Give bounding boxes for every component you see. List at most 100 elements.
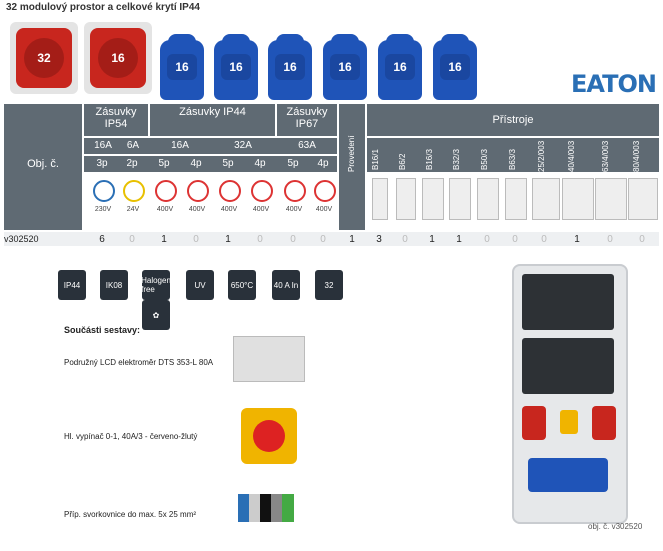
currents-band bbox=[84, 138, 337, 154]
current-cell: 63A bbox=[298, 140, 316, 151]
device-value: 0 bbox=[484, 234, 490, 245]
device-value: 0 bbox=[541, 234, 547, 245]
switch-photo bbox=[241, 408, 297, 464]
group-header bbox=[277, 104, 337, 136]
blue-socket: 16 bbox=[214, 34, 258, 100]
socket-value: 1 bbox=[161, 234, 167, 245]
voltage-label: 400V bbox=[285, 206, 303, 213]
red-socket-16: 16 bbox=[84, 22, 152, 94]
group-label: Zásuvky IP67 bbox=[286, 106, 328, 130]
breaker-image bbox=[372, 178, 388, 220]
provedeni-label: Provedení bbox=[347, 135, 356, 172]
distribution-board-photo bbox=[512, 264, 628, 524]
blue-socket: 16 bbox=[378, 34, 422, 100]
socket-icon bbox=[219, 180, 241, 202]
voltage-label: 400V bbox=[220, 206, 238, 213]
device-value: 0 bbox=[402, 234, 408, 245]
component-item: Hl. vypínač 0-1, 40A/3 - červeno-žlutý bbox=[64, 432, 198, 441]
breaker-image bbox=[422, 178, 444, 220]
meter-photo bbox=[233, 336, 305, 382]
device-label: 40/4/003 bbox=[567, 140, 576, 172]
pole-cell: 4p bbox=[254, 158, 266, 169]
voltage-label: 400V bbox=[315, 206, 333, 213]
pole-cell: 5p bbox=[287, 158, 299, 169]
device-value: 3 bbox=[376, 234, 382, 245]
device-value: 0 bbox=[512, 234, 518, 245]
breaker-image bbox=[396, 178, 416, 220]
current-cell: 16A bbox=[94, 140, 112, 151]
blue-socket: 16 bbox=[323, 34, 367, 100]
device-value: 0 bbox=[639, 234, 645, 245]
current-cell: 6A bbox=[126, 140, 140, 151]
group-header bbox=[150, 104, 275, 136]
voltage-label: 24V bbox=[126, 206, 140, 213]
breaker-image bbox=[449, 178, 471, 220]
temperature-icon: 650°C bbox=[228, 270, 256, 300]
breaker-image bbox=[628, 178, 658, 220]
socket-icon bbox=[93, 180, 115, 202]
socket-icon bbox=[187, 180, 209, 202]
devices-band bbox=[367, 138, 659, 172]
socket-value: 1 bbox=[225, 234, 231, 245]
socket-value: 0 bbox=[320, 234, 326, 245]
breaker-image bbox=[477, 178, 499, 220]
component-item: Podružný LCD elektroměr DTS 353-L 80A bbox=[64, 358, 214, 367]
device-value: 1 bbox=[456, 234, 462, 245]
device-value: 1 bbox=[429, 234, 435, 245]
group-label: Zásuvky IP54 bbox=[95, 106, 137, 130]
socket-value: 0 bbox=[129, 234, 135, 245]
breaker-image bbox=[562, 178, 594, 220]
group-label: Přístroje bbox=[492, 114, 534, 126]
voltage-label: 400V bbox=[252, 206, 270, 213]
pole-cell: 5p bbox=[158, 158, 170, 169]
device-label: B6/2 bbox=[398, 153, 407, 170]
socket-value: 0 bbox=[257, 234, 263, 245]
provedeni-value: 1 bbox=[349, 234, 355, 245]
data-row-bg bbox=[4, 232, 659, 246]
device-label: B63/3 bbox=[508, 149, 517, 170]
voltage-label: 400V bbox=[188, 206, 206, 213]
pole-cell: 5p bbox=[222, 158, 234, 169]
device-label: B16/1 bbox=[371, 149, 380, 170]
pole-cell: 2p bbox=[126, 158, 138, 169]
current-cell: 16A bbox=[171, 140, 189, 151]
component-item: Příp. svorkovnice do max. 5x 25 mm² bbox=[64, 510, 197, 519]
components-title: Součásti sestavy: bbox=[64, 325, 141, 335]
voltage-label: 230V bbox=[94, 206, 112, 213]
group-header bbox=[367, 104, 659, 136]
device-value: 1 bbox=[574, 234, 580, 245]
group-header bbox=[84, 104, 148, 136]
device-label: B50/3 bbox=[480, 149, 489, 170]
leaf-icon: ✿ bbox=[142, 300, 170, 330]
pole-cell: 4p bbox=[317, 158, 329, 169]
device-label: B32/3 bbox=[452, 149, 461, 170]
row-code: v302520 bbox=[4, 234, 39, 244]
blue-socket: 16 bbox=[433, 34, 477, 100]
device-label: 80/4/003 bbox=[632, 140, 641, 172]
photo-caption: obj. č. v302520 bbox=[588, 522, 643, 531]
pole-cell: 4p bbox=[190, 158, 202, 169]
socket-icon bbox=[284, 180, 306, 202]
socket-value: 0 bbox=[290, 234, 296, 245]
terminal-photo bbox=[238, 494, 294, 522]
obj-header-bg bbox=[4, 104, 82, 230]
uv-icon: UV bbox=[186, 270, 214, 300]
voltage-label: 400V bbox=[156, 206, 174, 213]
group-label: Zásuvky IP44 bbox=[179, 106, 246, 118]
red-socket-32: 32 bbox=[10, 22, 78, 94]
halogen-free-icon: Halogen free bbox=[141, 270, 171, 300]
modules-icon: 32 bbox=[315, 270, 343, 300]
socket-value: 6 bbox=[99, 234, 105, 245]
obj-label: Obj. č. bbox=[27, 158, 59, 170]
pole-cell: 3p bbox=[96, 158, 108, 169]
poles-band bbox=[84, 156, 337, 172]
device-label: 63/4/003 bbox=[601, 140, 610, 172]
socket-value: 0 bbox=[193, 234, 199, 245]
device-label: B16/3 bbox=[425, 149, 434, 170]
page-title: 32 modulový prostor a celkové krytí IP44 bbox=[6, 2, 200, 13]
breaker-image bbox=[505, 178, 527, 220]
socket-icon bbox=[251, 180, 273, 202]
socket-icon bbox=[155, 180, 177, 202]
eaton-logo: EATON bbox=[571, 70, 657, 98]
ip44-icon: IP44 bbox=[58, 270, 86, 300]
